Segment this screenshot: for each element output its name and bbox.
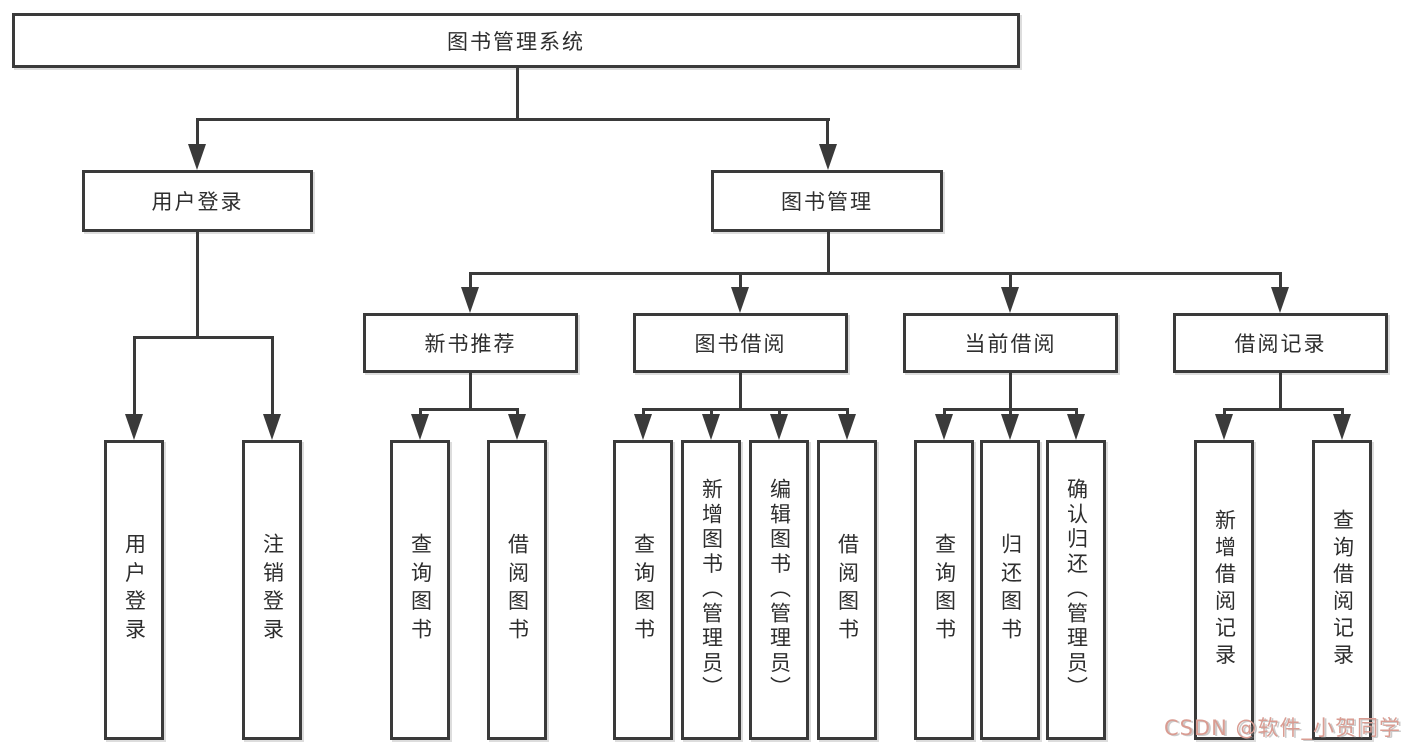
line: [469, 373, 472, 408]
line: [710, 408, 713, 418]
leaf-user-login: 用户登录: [104, 440, 164, 740]
arrow-down-icon: [634, 414, 652, 440]
arrow-down-icon: [411, 414, 429, 440]
leaf-logout-login: 注销登录: [242, 440, 302, 740]
node-current-borrowing: 当前借阅: [903, 313, 1118, 373]
arrow-down-icon: [188, 144, 206, 170]
line: [1009, 373, 1012, 408]
arrow-down-icon: [1001, 414, 1019, 440]
node-library-management-system: 图书管理系统: [12, 13, 1020, 68]
leaf-query-books-current: 查询图书: [914, 440, 974, 740]
line: [943, 408, 946, 418]
node-book-borrowing: 图书借阅: [633, 313, 848, 373]
leaf-query-books-borrow: 查询图书: [613, 440, 673, 740]
arrow-down-icon: [838, 414, 856, 440]
arrow-down-icon: [770, 414, 788, 440]
line: [419, 408, 422, 418]
arrow-down-icon: [935, 414, 953, 440]
watermark-text: CSDN @软件_小贺同学: [1163, 716, 1401, 740]
node-borrowing-records: 借阅记录: [1173, 313, 1388, 373]
line: [642, 408, 848, 411]
line: [271, 336, 274, 418]
line: [196, 118, 199, 148]
node-user-login: 用户登录: [82, 170, 313, 232]
arrow-down-icon: [819, 144, 837, 170]
arrow-down-icon: [702, 414, 720, 440]
arrow-down-icon: [125, 414, 143, 440]
arrow-down-icon: [1271, 287, 1289, 313]
leaf-return-books: 归还图书: [980, 440, 1040, 740]
node-book-management: 图书管理: [711, 170, 943, 232]
leaf-borrow-books: 借阅图书: [817, 440, 877, 740]
node-new-book-recommendation: 新书推荐: [363, 313, 578, 373]
arrow-down-icon: [263, 414, 281, 440]
leaf-add-books-admin: 新增图书（管理员）: [681, 440, 741, 740]
arrow-down-icon: [461, 287, 479, 313]
line: [826, 118, 829, 148]
line: [778, 408, 781, 418]
leaf-query-borrow-record: 查询借阅记录: [1312, 440, 1372, 740]
line: [1009, 408, 1012, 418]
line: [1009, 272, 1012, 290]
arrow-down-icon: [731, 287, 749, 313]
line: [196, 232, 199, 336]
leaf-confirm-return-admin: 确认归还（管理员）: [1046, 440, 1106, 740]
line: [739, 272, 742, 290]
line: [827, 232, 830, 272]
line: [739, 373, 742, 408]
line: [1223, 408, 1344, 411]
line: [196, 118, 830, 121]
arrow-down-icon: [1067, 414, 1085, 440]
leaf-edit-books-admin: 编辑图书（管理员）: [749, 440, 809, 740]
arrow-down-icon: [1215, 414, 1233, 440]
line: [642, 408, 645, 418]
line: [516, 68, 519, 118]
line: [133, 336, 136, 418]
line: [846, 408, 849, 418]
line: [469, 272, 472, 290]
line: [419, 408, 519, 411]
line: [516, 408, 519, 418]
line: [469, 272, 1282, 275]
leaf-query-books-recommend: 查询图书: [390, 440, 450, 740]
line: [133, 336, 274, 339]
line: [1279, 272, 1282, 290]
line: [1341, 408, 1344, 418]
leaf-add-borrow-record: 新增借阅记录: [1194, 440, 1254, 740]
arrow-down-icon: [1001, 287, 1019, 313]
arrow-down-icon: [508, 414, 526, 440]
arrow-down-icon: [1333, 414, 1351, 440]
line: [1075, 408, 1078, 418]
line: [1279, 373, 1282, 408]
leaf-borrow-books-recommend: 借阅图书: [487, 440, 547, 740]
line: [1223, 408, 1226, 418]
